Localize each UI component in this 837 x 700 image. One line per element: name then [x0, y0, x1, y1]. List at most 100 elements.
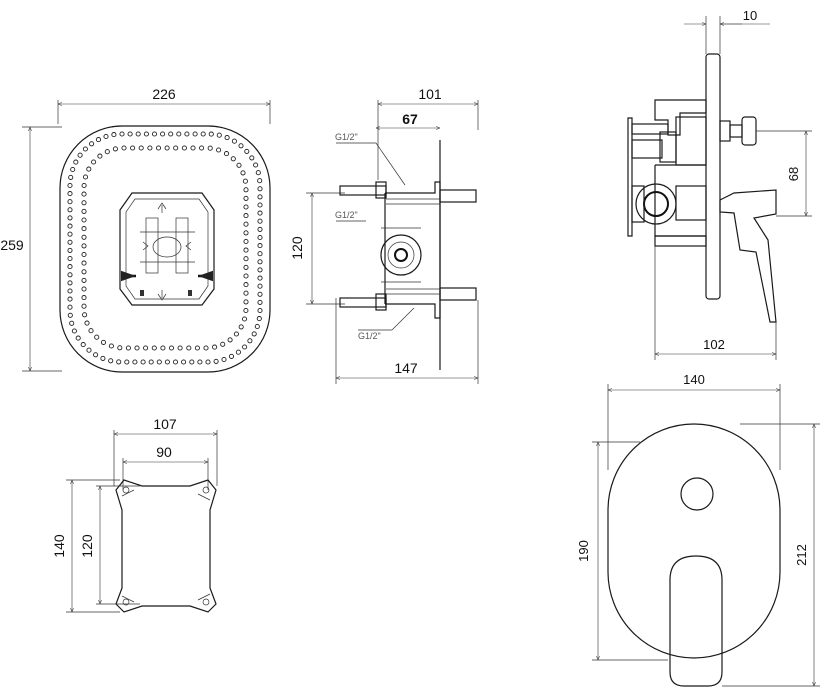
ring-dot	[243, 238, 249, 245]
ring-dot	[243, 230, 249, 236]
ring-dot	[243, 221, 249, 227]
ring-dot	[94, 334, 100, 340]
ring-dot	[197, 359, 203, 365]
ring-dot	[243, 247, 249, 253]
ring-dot	[177, 345, 183, 351]
ring-dot	[243, 204, 249, 210]
outlet-nut	[631, 185, 645, 223]
ring-dot	[81, 260, 87, 266]
lower-body	[654, 164, 706, 237]
ring-dot	[181, 145, 187, 151]
pipe-bottom	[339, 297, 387, 308]
ring-dot	[124, 359, 130, 365]
ring-dot	[235, 349, 241, 355]
ring-dot	[67, 296, 73, 302]
ring-dot	[125, 345, 131, 351]
ring-dot	[71, 328, 77, 334]
ring-dot	[243, 273, 249, 279]
leader-line	[375, 142, 406, 186]
outlet-core	[643, 191, 669, 217]
ring-dot	[67, 239, 73, 245]
ring-dot	[81, 303, 87, 309]
dim-label-bracket-width: 107	[153, 416, 177, 432]
ring-dot	[257, 194, 263, 200]
ring-dot	[156, 359, 162, 365]
valve-core	[394, 248, 408, 262]
ring-dot	[231, 138, 237, 144]
ring-dot	[173, 145, 179, 151]
ring-dot	[238, 143, 244, 149]
bracket-hole	[202, 598, 210, 606]
lever-handle-front	[669, 555, 723, 687]
ring-dot	[257, 226, 263, 232]
ring-dot	[257, 299, 263, 305]
bracket-hole	[202, 486, 210, 494]
ring-dot	[97, 153, 103, 159]
ring-dot	[81, 243, 87, 249]
outlet-ring	[635, 183, 677, 225]
pipe-bottom-nut	[375, 293, 387, 311]
ring-dot	[207, 145, 213, 151]
ring-dot	[121, 145, 127, 151]
ring-dot	[103, 133, 109, 140]
lever-handle	[719, 189, 777, 323]
ring-dot	[257, 259, 263, 265]
ring-dot	[82, 174, 89, 180]
arrow-up-icon	[157, 202, 167, 213]
ring-dot	[151, 131, 158, 137]
ring-dot	[67, 182, 73, 189]
dim-label-box-depth: 101	[418, 86, 442, 102]
ring-dot	[243, 187, 249, 193]
ring-dot	[164, 145, 170, 151]
ring-dot	[205, 359, 211, 365]
ring-dot	[257, 243, 263, 249]
ring-dot	[100, 339, 107, 345]
ring-dot	[172, 359, 179, 365]
ring-dot	[244, 148, 250, 154]
ring-dot	[116, 359, 122, 365]
ring-dot	[249, 155, 255, 161]
bottom-bracket	[654, 235, 707, 247]
ring-dot	[67, 223, 73, 229]
screw-icon	[140, 290, 144, 296]
dim-label-bracket-inner-width: 90	[156, 444, 172, 460]
ring-dot	[199, 145, 205, 151]
top-bracket	[631, 123, 669, 135]
mechanism-clips	[142, 241, 192, 251]
body-top	[654, 99, 707, 136]
ring-dot	[257, 234, 263, 241]
ring-dot	[81, 200, 87, 206]
ring-dot	[67, 255, 73, 262]
bracket-slots	[121, 489, 211, 603]
dim-label-pipe-spacing: 120	[289, 236, 305, 260]
ring-dot	[147, 145, 153, 151]
ring-dot	[81, 295, 87, 301]
ring-dot	[233, 331, 239, 337]
ring-dot	[243, 290, 249, 296]
ring-dot	[77, 152, 83, 158]
ring-dot	[81, 226, 87, 232]
ring-dot	[93, 352, 99, 358]
ring-dot	[242, 344, 248, 350]
ring-dot	[112, 146, 118, 152]
leader-line	[391, 307, 415, 331]
stub-bottom	[439, 287, 477, 301]
ring-dot	[86, 166, 92, 172]
ring-dot	[67, 304, 73, 310]
top-connector	[631, 139, 663, 159]
ring-dot	[86, 347, 92, 353]
ring-dot	[73, 159, 79, 165]
ring-dot	[227, 337, 233, 343]
ring-dot	[208, 131, 214, 137]
pipe-top-nut	[375, 181, 387, 199]
ring-dot	[257, 210, 263, 216]
ring-dot	[127, 131, 133, 137]
ring-dot	[176, 131, 182, 137]
ring-dot	[257, 178, 263, 184]
ring-dot	[240, 170, 246, 176]
ring-dot	[221, 356, 227, 363]
ring-dot	[257, 283, 263, 289]
mechanism-center	[152, 236, 182, 258]
ring-dot	[220, 341, 226, 347]
